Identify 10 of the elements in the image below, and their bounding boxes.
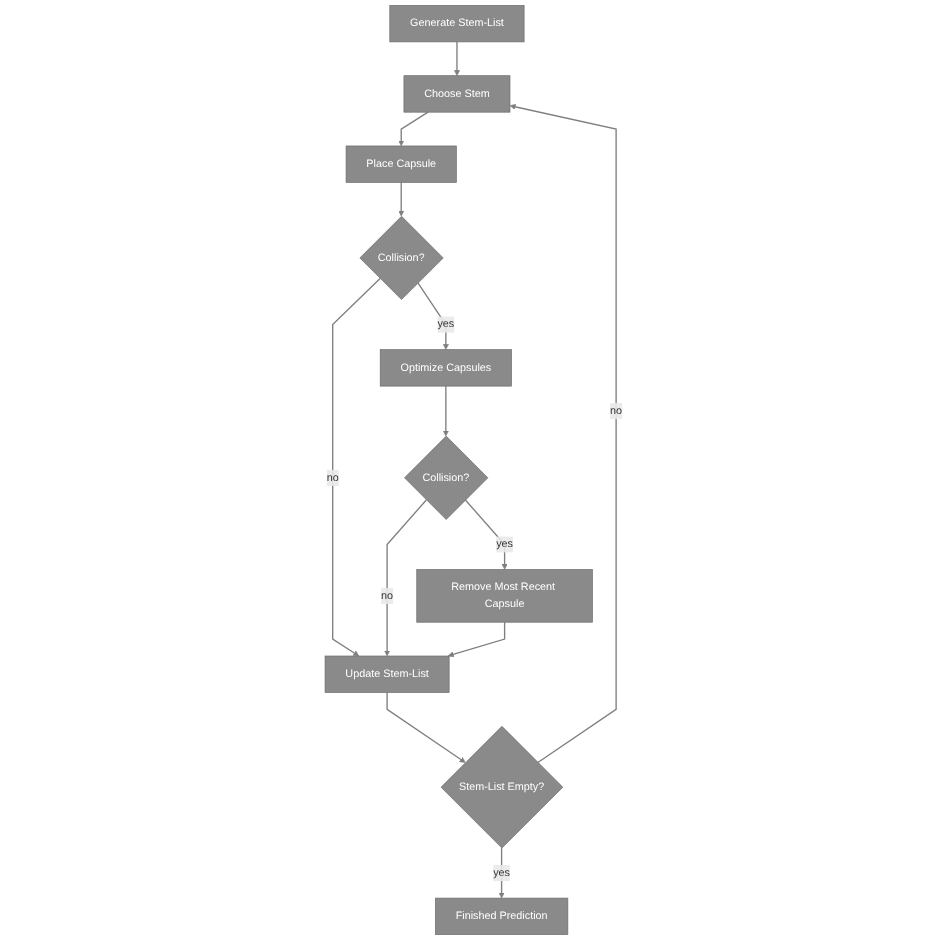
arrow: [398, 181, 405, 217]
arrow: [384, 499, 428, 657]
arrow: [386, 691, 466, 763]
arrow: [443, 385, 450, 437]
arrow: [398, 111, 430, 147]
arrow: [448, 621, 506, 658]
arrow: [510, 103, 618, 764]
arrow: [454, 41, 461, 76]
arrow: [332, 277, 382, 657]
arrow: [465, 499, 508, 570]
